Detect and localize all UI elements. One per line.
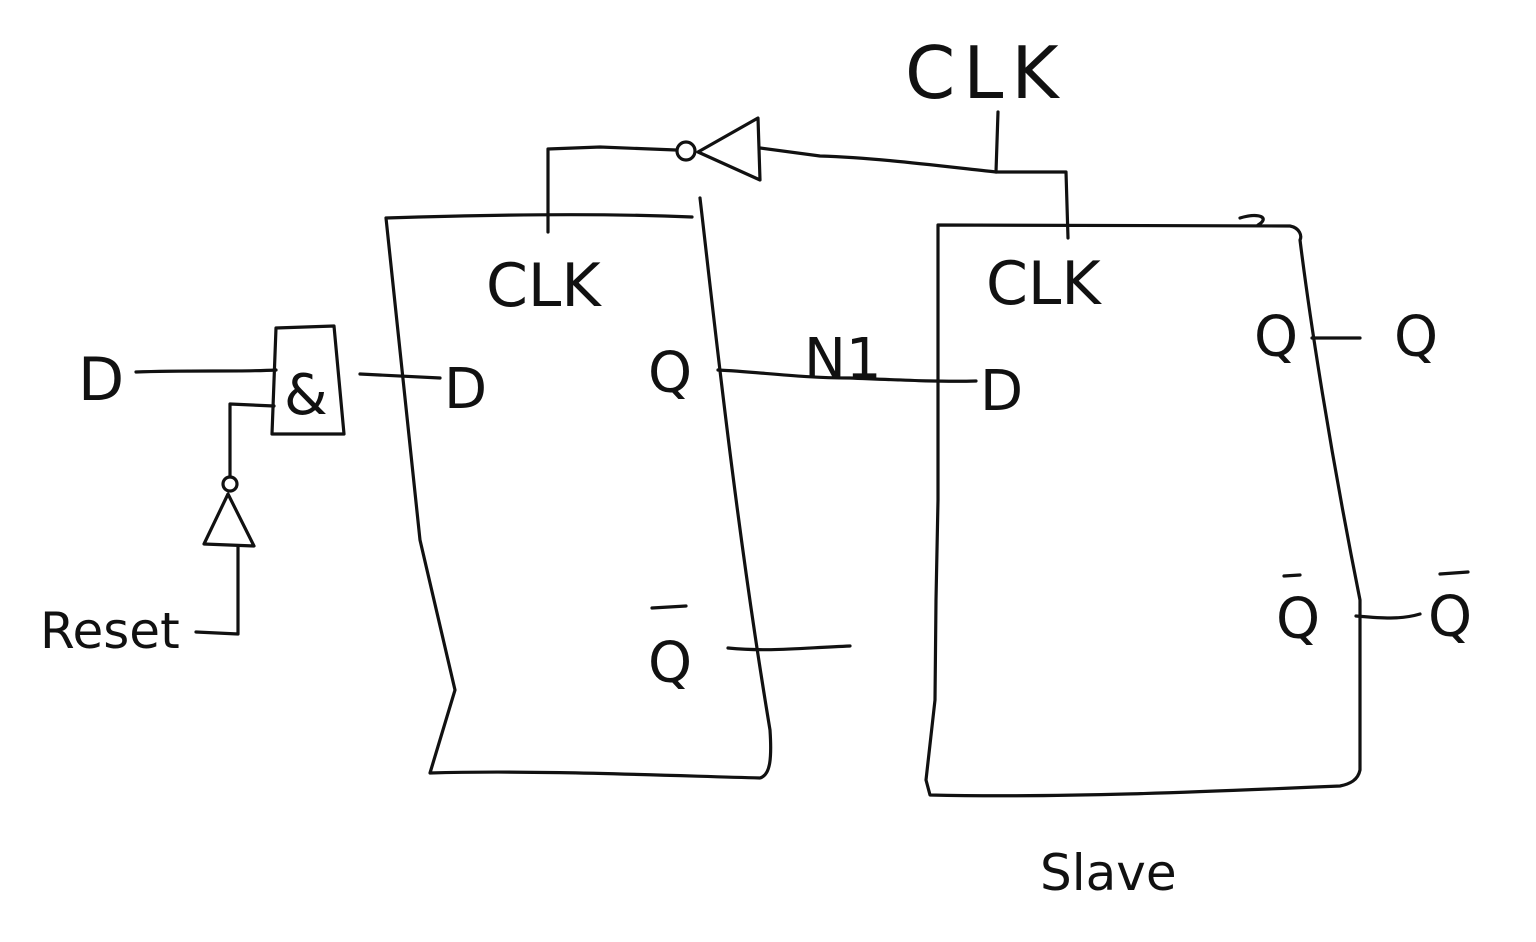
slave-flip-flop	[924, 213, 1362, 798]
clk-input-wire	[994, 110, 1000, 174]
output-qbar-overline	[1438, 570, 1470, 576]
input-d-label: D	[78, 345, 124, 415]
clock-inverter-gate	[696, 116, 762, 182]
clk-to-inverter-wire	[758, 146, 998, 174]
master-flip-flop	[384, 196, 773, 780]
slave-qbar-overline	[1282, 573, 1302, 578]
master-clk-label: CLK	[486, 251, 602, 321]
reset-inverter-bubble	[221, 475, 239, 493]
slave-q-label: Q	[1254, 305, 1298, 370]
output-q-label: Q	[1394, 305, 1438, 370]
slave-clk-label: CLK	[986, 249, 1102, 319]
slave-d-label: D	[980, 359, 1023, 424]
and-output-wire	[358, 372, 442, 380]
output-qbar-label: Q	[1428, 585, 1472, 650]
inverted-clk-wire	[546, 145, 678, 234]
reset-to-and-wire	[228, 402, 276, 478]
net-n1-label: N1	[804, 327, 882, 392]
reset-inverter-gate	[202, 492, 256, 548]
master-qbar-wire	[726, 644, 852, 652]
clk-to-slave-wire	[994, 170, 1070, 240]
net-n1-wire	[716, 368, 978, 383]
and-gate	[270, 324, 346, 436]
reset-label: Reset	[40, 602, 180, 660]
slave-name-label: Slave	[1040, 844, 1177, 902]
reset-input-wire	[194, 544, 240, 636]
slave-qbar-label: Q	[1276, 587, 1320, 652]
master-q-label: Q	[648, 341, 692, 406]
master-qbar-label: Q	[648, 631, 692, 696]
clock-inverter-bubble	[675, 140, 697, 162]
master-d-label: D	[444, 357, 487, 422]
input-d-wire	[134, 368, 278, 374]
clk-top-label: CLK	[905, 31, 1067, 115]
output-qbar-wire	[1354, 612, 1422, 620]
master-qbar-overline	[650, 604, 688, 610]
and-gate-label: &	[284, 363, 328, 428]
